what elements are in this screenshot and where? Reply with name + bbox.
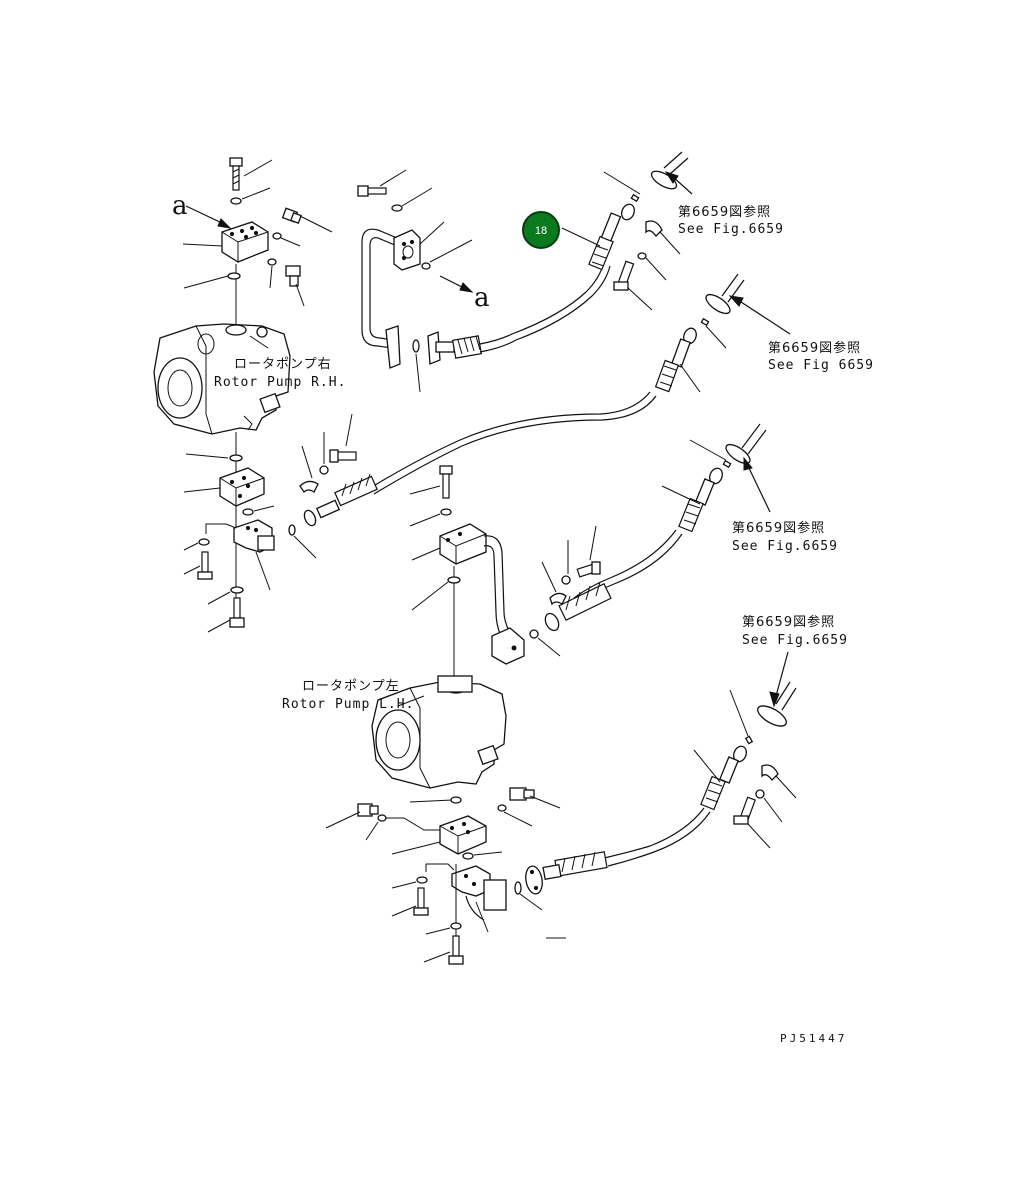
hose-end-bottom	[525, 851, 608, 895]
ref-4-en: See Fig.6659	[742, 633, 848, 648]
rotor-pump-lh-group: ロータポンプ左 Rotor Pump L.H.	[282, 465, 561, 965]
flange-elbow-rh	[233, 519, 275, 553]
drawing-code: PJ51447	[780, 1032, 847, 1045]
ref-3-en: See Fig.6659	[732, 539, 838, 554]
valve-block-rh-bottom	[219, 467, 265, 507]
ref-2-jp: 第6659図参照	[768, 340, 861, 356]
rotor-pump-lh-body	[371, 675, 507, 789]
flange-pipe-top	[393, 229, 421, 271]
flange-lh-pipe	[491, 627, 525, 665]
clamp-right-middle	[549, 592, 567, 606]
elbow-fitting-rh	[285, 265, 301, 287]
rotor-pump-rh-group: a	[153, 157, 346, 633]
right-middle-hose-group: 第6659図参照 See Fig.6659	[541, 423, 838, 632]
clamp-middle	[299, 480, 319, 494]
ref-3-jp: 第6659図参照	[732, 520, 825, 536]
callout-18-badge[interactable]	[522, 211, 560, 249]
bottom-right-hose-group: 第6659図参照 See Fig.6659	[514, 614, 848, 939]
bolt-top-lh	[439, 465, 453, 499]
pump-lh-label-en: Rotor Pump L.H.	[282, 697, 414, 712]
ref-pipe-end-2	[705, 273, 745, 315]
valve-block-rh-top	[221, 221, 269, 263]
ref-1-en: See Fig.6659	[678, 222, 784, 237]
bolt-lh-bottom	[448, 935, 464, 965]
ref-2-en: See Fig 6659	[768, 358, 874, 373]
clamp-bottom	[761, 764, 779, 781]
flange-elbow-lh	[451, 865, 507, 911]
bolt-pipe-top	[357, 185, 387, 197]
letter-a-top: a	[172, 191, 188, 221]
hose-end-right-middle	[544, 581, 612, 632]
bolt-rh-lower-left	[197, 551, 213, 580]
rotor-pump-rh-body	[153, 323, 291, 435]
pump-lh-label-jp: ロータポンプ左	[302, 679, 400, 694]
plug-lh-right	[509, 787, 535, 801]
bolt-middle	[329, 449, 357, 463]
hose-fitting-middle	[654, 327, 697, 393]
plug-lh-left	[357, 803, 379, 817]
bolt-top-rh	[229, 157, 243, 191]
ref-pipe-end-4	[757, 681, 797, 727]
ref-1-jp: 第6659図参照	[678, 204, 771, 220]
hose-fitting-18	[588, 203, 635, 271]
clamp-upper	[645, 220, 663, 237]
valve-block-lh-bottom	[439, 815, 487, 855]
bolt-right-middle	[576, 561, 601, 578]
hose-end-fitting-upper	[427, 331, 483, 365]
middle-hose-group: 第6659図参照 See Fig 6659	[288, 273, 874, 559]
upper-pipe-group: a 18	[357, 151, 784, 393]
flange-pipe-bottom	[385, 325, 401, 369]
letter-a-mid: a	[474, 283, 490, 313]
hose-fitting-right-middle	[678, 467, 723, 533]
bolt-upper-hose	[613, 260, 635, 291]
ref-pipe-end-1	[650, 151, 689, 190]
bolt-rh-bottom	[229, 597, 245, 628]
hose-end-middle-left	[303, 473, 378, 527]
callout-18-number: 18	[535, 225, 547, 237]
hose-fitting-bottom	[700, 745, 747, 811]
pump-rh-label-jp: ロータポンプ右	[234, 357, 332, 372]
ref-4-jp: 第6659図参照	[742, 614, 835, 630]
bolt-lh-lower-left	[413, 887, 429, 916]
plug-fitting-rh	[281, 207, 302, 224]
pump-rh-label-en: Rotor Pump R.H.	[214, 375, 346, 390]
valve-block-lh-top	[439, 523, 487, 565]
bolt-bottom-hose	[733, 796, 756, 825]
